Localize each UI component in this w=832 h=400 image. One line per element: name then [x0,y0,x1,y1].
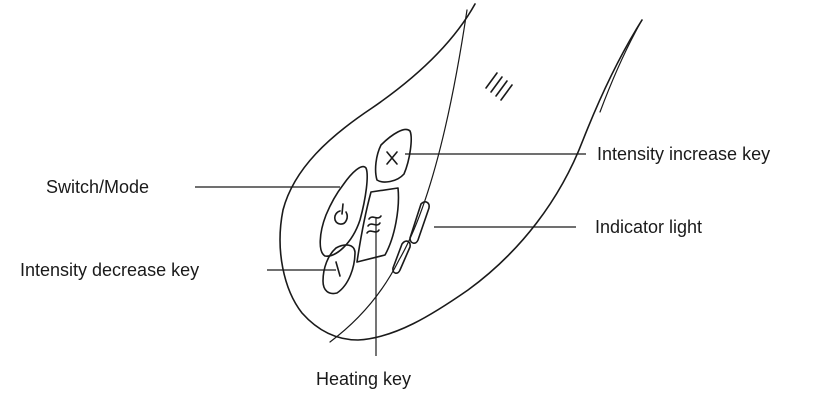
indicator-lights [392,201,430,274]
leader-lines [195,153,586,356]
minus-icon [335,261,341,277]
label-intensity-decrease: Intensity decrease key [20,260,200,280]
heating-key[interactable] [356,187,400,263]
heat-waves-icon [366,215,382,234]
label-indicator-light: Indicator light [595,217,703,237]
label-intensity-increase: Intensity increase key [597,144,771,164]
switch-mode-key[interactable] [319,165,368,257]
label-switch-mode: Switch/Mode [46,177,150,197]
plus-icon [386,151,398,165]
intensity-increase-key[interactable] [374,128,412,183]
device-outer-outline [279,3,643,341]
device-body [279,3,643,343]
label-heating: Heating key [316,369,412,389]
power-icon [333,203,348,225]
grip-lines-icon [485,72,513,101]
device-right-edge [599,19,643,113]
